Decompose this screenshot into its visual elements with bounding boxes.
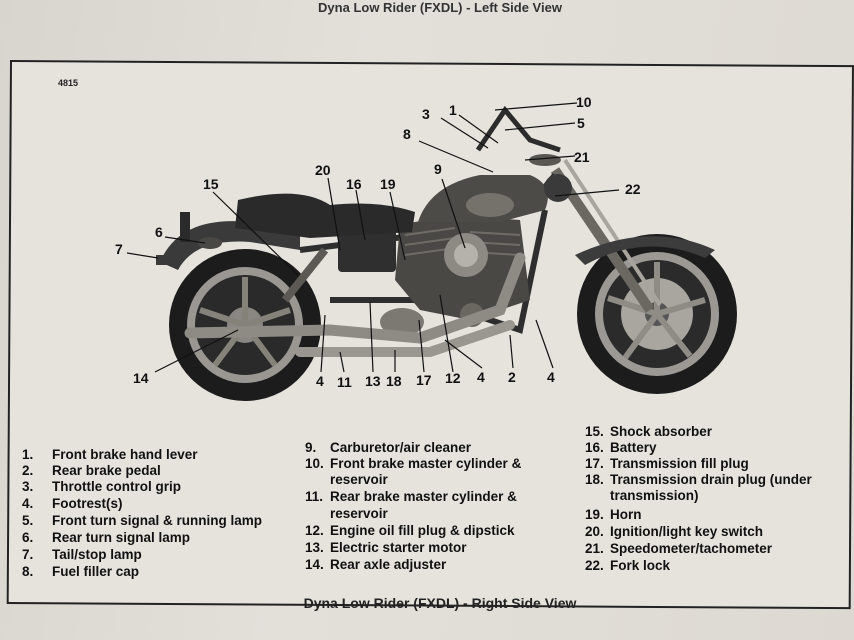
legend-item: 12.Engine oil fill plug & dipstick (305, 523, 515, 538)
callout-20: 20 (315, 162, 331, 178)
headlight (544, 174, 572, 202)
callout-15: 15 (203, 176, 219, 192)
legend-item: 14.Rear axle adjuster (305, 557, 447, 572)
legend-item: 9.Carburetor/air cleaner (305, 440, 472, 455)
seat (235, 193, 415, 238)
callout-6: 6 (155, 224, 163, 240)
callout-11: 11 (337, 374, 352, 390)
callout-21: 21 (574, 149, 590, 165)
callout-1: 1 (449, 102, 457, 118)
callout-18: 18 (386, 373, 402, 389)
callout-16: 16 (346, 176, 362, 192)
legend-item: 16.Battery (585, 440, 657, 455)
legend-item: 4.Footrest(s) (22, 496, 123, 511)
legend-item: 3.Throttle control grip (22, 479, 181, 494)
legend-item: 15.Shock absorber (585, 424, 713, 439)
front-fender (575, 236, 715, 265)
front-wheel-spokes (607, 262, 706, 360)
legend-item: 19.Horn (585, 507, 642, 522)
legend-item: 2.Rear brake pedal (22, 463, 161, 478)
legend-item: 17.Transmission fill plug (585, 456, 749, 471)
callout-10: 10 (576, 94, 592, 110)
legend-item: 13.Electric starter motor (305, 540, 467, 555)
callout-22: 22 (625, 181, 641, 197)
legend-item: 1.Front brake hand lever (22, 447, 198, 462)
callout-4-right: 4 (547, 369, 555, 385)
callout-4-left: 4 (316, 373, 324, 389)
legend-item: 20.Ignition/light key switch (585, 524, 764, 539)
engine (380, 215, 530, 336)
callout-14: 14 (133, 370, 149, 386)
handlebar (475, 105, 561, 153)
leader-lines (126, 102, 620, 373)
exhaust-pipes (184, 252, 526, 357)
shock-absorber (281, 247, 329, 303)
callout-17: 17 (416, 372, 432, 388)
callout-8: 8 (403, 126, 411, 142)
callout-2: 2 (508, 369, 516, 385)
callout-3: 3 (422, 106, 430, 122)
bottom-caption: Dyna Low Rider (FXDL) - Right Side View (303, 595, 577, 611)
transmission-cover (380, 308, 424, 336)
legend-item: 7.Tail/stop lamp (22, 547, 142, 562)
legend-item: 10.Front brake master cylinder & (305, 456, 522, 471)
tail-lamp (156, 255, 174, 265)
callout-9: 9 (434, 161, 442, 177)
callout-13: 13 (365, 373, 381, 389)
rear-fender (160, 221, 300, 270)
legend-item: 18.Transmission drain plug (under (585, 472, 812, 487)
legend-item: 11.Rear brake master cylinder & (305, 489, 517, 504)
legend-item: 6.Rear turn signal lamp (22, 530, 191, 545)
legend-item: 5.Front turn signal & running lamp (22, 513, 262, 528)
callout-5: 5 (577, 115, 585, 131)
callout-7: 7 (115, 241, 123, 257)
figure-number: 4815 (58, 78, 79, 88)
callout-12: 12 (445, 370, 461, 386)
legend-item: 21.Speedometer/tachometer (585, 541, 773, 556)
callout-4-middle: 4 (477, 369, 485, 385)
speedometer (529, 154, 561, 166)
legend-item: 22.Fork lock (585, 558, 671, 573)
rear-turn-signal (198, 237, 222, 249)
top-caption: Dyna Low Rider (FXDL) - Left Side View (318, 0, 562, 15)
callout-19: 19 (380, 176, 396, 192)
legend-item: 8.Fuel filler cap (22, 564, 140, 579)
tank-emblem (466, 193, 514, 217)
